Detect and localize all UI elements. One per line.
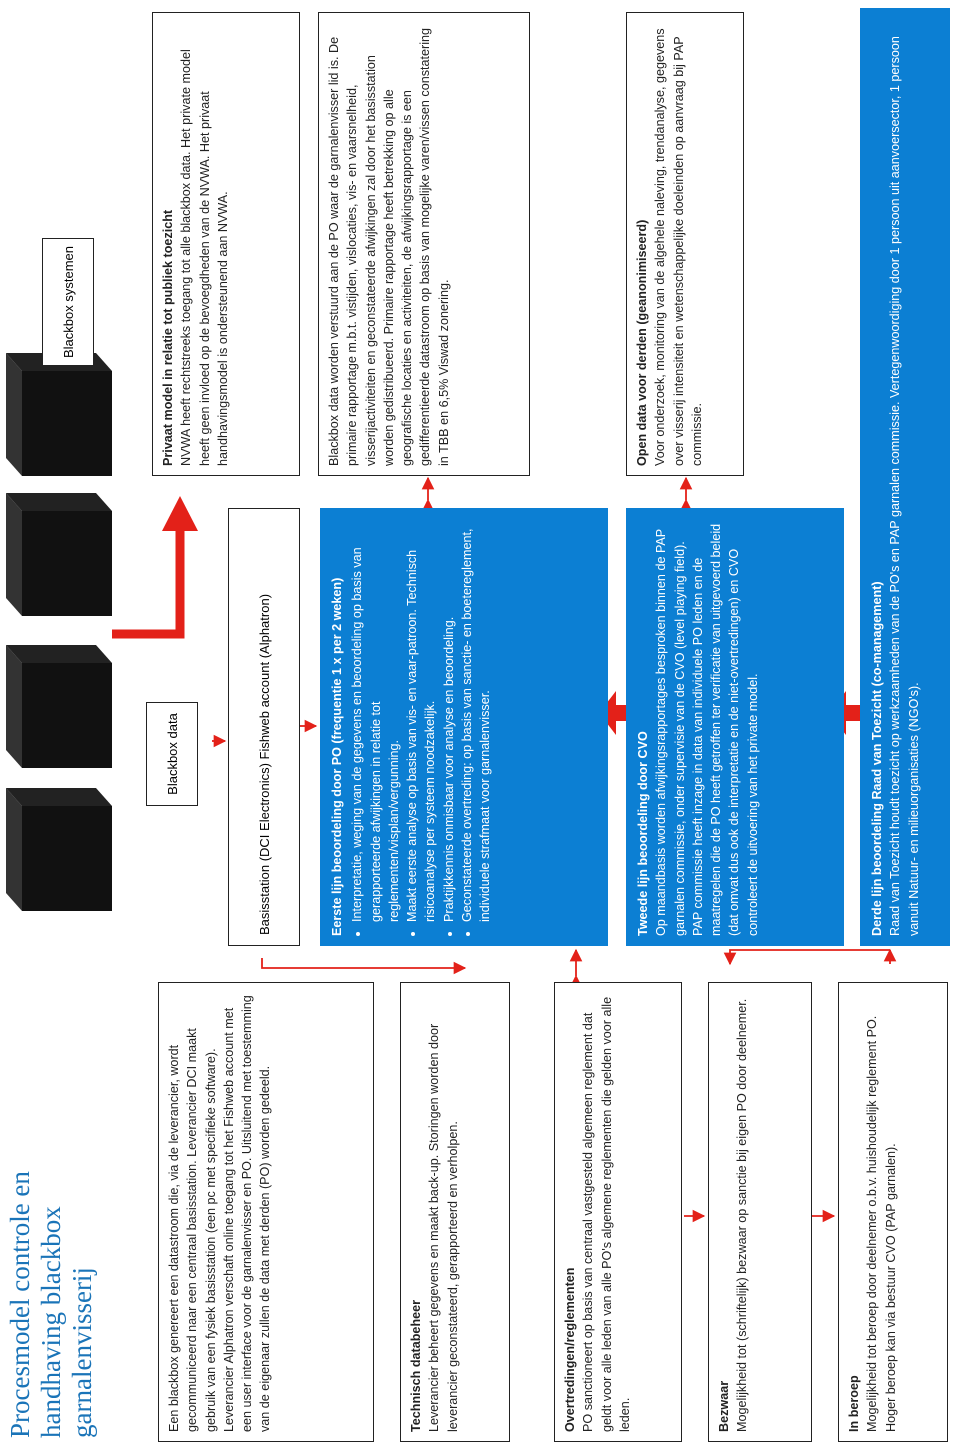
eerste-lijn-title: Eerste lijn beoordeling door PO (frequen…: [330, 577, 344, 936]
beroep-title: In beroep: [847, 1375, 861, 1432]
privaat-box: Privaat model in relatie tot publiek toe…: [152, 12, 300, 476]
eerste-lijn-item: Praktijkkennis onmisbaar voor analyse en…: [440, 518, 458, 922]
block-arrow-eerste-tweede: [599, 691, 636, 735]
intro-text: Een blackbox genereert een datastroom di…: [167, 995, 273, 1432]
blackbox-cube-3: [6, 493, 112, 616]
big-arrow-head: [162, 496, 198, 531]
eerste-lijn-box: Eerste lijn beoordeling door PO (frequen…: [320, 508, 608, 946]
databeheer-title: Technisch databeheer: [409, 1299, 423, 1432]
legend-box: Blackbox systemen: [42, 238, 94, 366]
blackbox-data-box: Blackbox data worden verstuurd aan de PO…: [318, 12, 530, 476]
overtredingen-box: Overtredingen/reglementen PO sanctioneer…: [554, 982, 682, 1442]
overtredingen-title: Overtredingen/reglementen: [563, 1267, 577, 1432]
eerste-lijn-list: Interpretatie, weging van de gegevens en…: [348, 518, 494, 936]
blackbox-data-label: Blackbox data: [146, 702, 198, 806]
open-data-text: Voor onderzoek, monitoring van de algehe…: [653, 28, 704, 466]
tweede-lijn-title: Tweede lijn beoordeling door CVO: [636, 731, 650, 936]
derde-lijn-box: Derde lijn beoordeling Raad van Toezicht…: [860, 8, 950, 946]
bezwaar-title: Bezwaar: [717, 1380, 731, 1432]
beroep-box: In beroep Mogelijkheid tot beroep door d…: [838, 982, 948, 1442]
bezwaar-box: Bezwaar Mogelijkheid tot (schriftelijk) …: [708, 982, 812, 1442]
blackbox-cube-2: [6, 645, 112, 768]
big-arrow-to-privaat: [112, 516, 185, 639]
intro-box: Een blackbox genereert een datastroom di…: [158, 982, 374, 1442]
privaat-title: Privaat model in relatie tot publiek toe…: [161, 209, 175, 466]
eerste-lijn-item: Interpretatie, weging van de gegevens en…: [348, 518, 403, 922]
open-data-title: Open data voor derden (geanonimiseerd): [635, 219, 649, 466]
basisstation-box: Basisstation (DCI Electronics) Fishweb a…: [228, 508, 300, 946]
blackbox-cube-1: [6, 788, 112, 911]
privaat-text: NVWA heeft rechtstreeks toegang tot alle…: [179, 49, 230, 466]
bezwaar-text: Mogelijkheid tot (schriftelijk) bezwaar …: [735, 998, 750, 1432]
blackbox-data-text: Blackbox data worden verstuurd aan de PO…: [327, 27, 451, 466]
open-data-box: Open data voor derden (geanonimiseerd) V…: [626, 12, 744, 476]
arrow-beroep-to-tweede: [723, 949, 890, 966]
databeheer-text: Leverancier beheert gegevens en maakt ba…: [427, 1023, 460, 1432]
tweede-lijn-text: Op maandbasis worden afwijkingsrapportag…: [654, 523, 760, 936]
tweede-lijn-box: Tweede lijn beoordeling door CVO Op maan…: [626, 508, 844, 946]
blackbox-cube-4: [6, 353, 112, 476]
eerste-lijn-item: Geconstateerde overtreding: op basis van…: [458, 518, 495, 922]
overtredingen-text: PO sanctioneert op basis van centraal va…: [581, 996, 632, 1432]
eerste-lijn-item: Maakt eerste analyse op basis van vis- e…: [403, 518, 440, 922]
derde-lijn-title: Derde lijn beoordeling Raad van Toezicht…: [870, 581, 884, 936]
derde-lijn-text: Raad van Toezicht houdt toezicht op werk…: [888, 36, 921, 936]
beroep-text: Mogelijkheid tot beroep door deelnemer o…: [865, 1015, 898, 1432]
databeheer-box: Technisch databeheer Leverancier beheert…: [400, 982, 510, 1442]
arrow-basis-to-databeheer: [261, 958, 467, 975]
